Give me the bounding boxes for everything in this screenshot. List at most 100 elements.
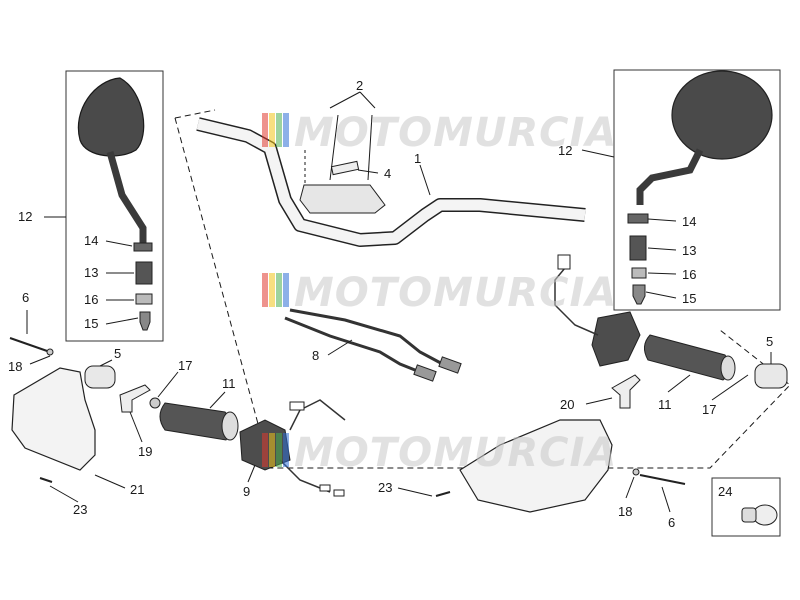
right-switch <box>591 311 641 367</box>
wm-stripe-red <box>262 433 268 467</box>
clamp-bolt-a <box>329 114 339 181</box>
callout-6-right: 6 <box>668 515 675 530</box>
part-24-piece <box>752 504 778 526</box>
callout-13-left: 13 <box>84 265 98 280</box>
callout-8: 8 <box>312 348 319 363</box>
leader-11r <box>667 374 691 393</box>
wm-stripe-yellow <box>269 113 275 147</box>
assembly-dash-left <box>174 109 216 119</box>
leader-18r <box>625 476 635 499</box>
right-grip-end <box>720 355 736 381</box>
callout-19: 19 <box>138 444 152 459</box>
wm-stripe-yellow <box>269 273 275 307</box>
left-mirror-head <box>77 77 145 157</box>
callout-16-left: 16 <box>84 292 98 307</box>
leader-8 <box>327 339 353 356</box>
watermark-bottom: MOTOMURCIA <box>262 430 617 476</box>
right-grip-11 <box>644 334 731 381</box>
right-mirror-stem <box>636 148 704 205</box>
cable-8-lower <box>284 316 431 378</box>
left-grip-end <box>221 411 239 441</box>
watermark-top: MOTOMURCIA <box>262 110 616 156</box>
leader-17r <box>711 374 749 401</box>
handlebar-clamp <box>299 184 386 214</box>
leader-lines <box>26 91 772 513</box>
left-sleeve-13 <box>135 261 153 285</box>
right-hand-guard <box>459 419 613 513</box>
right-rubber-cap-14 <box>627 213 649 224</box>
left-washer-18 <box>46 348 54 356</box>
wm-stripe-yellow <box>269 433 275 467</box>
leader-14r <box>647 218 677 222</box>
leader-21 <box>94 474 126 489</box>
leader-2b <box>359 91 376 109</box>
clamp-plate-4 <box>330 160 360 176</box>
leader-23r <box>397 487 433 497</box>
callout-20: 20 <box>560 397 574 412</box>
right-adapter-15 <box>632 284 646 305</box>
wm-stripe-red <box>262 273 268 307</box>
leader-9 <box>247 464 256 483</box>
callout-23-right: 23 <box>378 480 392 495</box>
wm-stripe-blue <box>283 273 289 307</box>
callout-15-right: 15 <box>682 291 696 306</box>
leader-19 <box>129 411 143 443</box>
right-nut-16 <box>631 267 647 279</box>
right-long-screw-6 <box>639 474 686 485</box>
leader-5l <box>99 359 113 367</box>
leader-14l <box>105 240 133 247</box>
callout-12-left: 12 <box>18 209 32 224</box>
leader-15r <box>645 291 677 299</box>
left-long-screw-6 <box>9 337 51 353</box>
leader-20 <box>585 397 613 405</box>
watermark-text-bottom: MOTOMURCIA <box>294 430 617 476</box>
wm-stripe-green <box>276 433 282 467</box>
watermark-middle: MOTOMURCIA <box>262 270 616 316</box>
left-mirror-box <box>65 70 164 342</box>
callout-2: 2 <box>356 78 363 93</box>
assembly-dash-outline <box>174 117 791 469</box>
callout-11-left: 11 <box>222 376 236 391</box>
callout-15-left: 15 <box>84 316 98 331</box>
leader-1 <box>419 164 431 196</box>
leader-13r <box>647 247 677 251</box>
left-adapter-15 <box>139 311 151 331</box>
left-grip-washer <box>149 397 161 409</box>
callout-18-left: 18 <box>8 359 22 374</box>
right-sleeve-13 <box>629 235 647 261</box>
callout-5-right: 5 <box>766 334 773 349</box>
callout-11-right: 11 <box>658 397 672 412</box>
left-mirror-stem <box>106 151 147 245</box>
leader-4 <box>357 169 379 174</box>
leader-6r <box>661 486 671 513</box>
callout-labels: 2 1 4 12 14 13 16 15 6 18 5 17 11 19 21 … <box>8 78 773 530</box>
right-bar-end-5 <box>754 363 788 389</box>
callout-17-left: 17 <box>178 358 192 373</box>
callout-17-right: 17 <box>702 402 716 417</box>
clamp-bolt-b <box>367 114 373 181</box>
leader-17l <box>157 371 179 398</box>
cable-8-end-b <box>413 364 437 382</box>
cable-8-upper <box>289 308 451 370</box>
right-switch-plug <box>557 254 571 270</box>
callout-9: 9 <box>243 484 250 499</box>
callout-18-right: 18 <box>618 504 632 519</box>
wm-stripe-blue <box>283 113 289 147</box>
left-switch-wire-up <box>289 399 346 431</box>
callout-6-left: 6 <box>22 290 29 305</box>
right-mirror-box <box>613 69 781 311</box>
callout-1: 1 <box>414 151 421 166</box>
wm-stripe-green <box>276 273 282 307</box>
wm-stripe-red <box>262 113 268 147</box>
left-hand-guard <box>11 367 96 471</box>
left-switch-connector-a <box>319 484 331 492</box>
callout-14-right: 14 <box>682 214 696 229</box>
part-24-stem <box>741 507 757 523</box>
left-nut-16 <box>135 293 153 305</box>
leader-18l <box>29 355 51 365</box>
callout-21: 21 <box>130 482 144 497</box>
wm-stripe-blue <box>283 433 289 467</box>
left-small-screw-23 <box>39 477 53 483</box>
callout-24: 24 <box>718 484 732 499</box>
right-washer-18 <box>632 468 640 476</box>
